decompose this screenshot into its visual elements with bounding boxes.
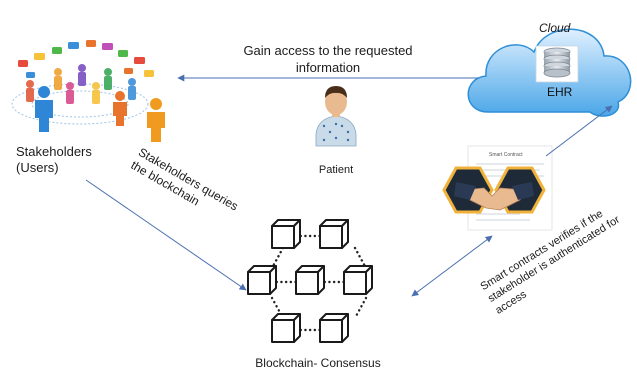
- blockchain-lattice: [247, 219, 373, 343]
- label-blockchain-consensus: Blockchain- Consensus: [255, 356, 381, 370]
- block-cube-icon: [295, 265, 325, 295]
- label-ehr: EHR: [547, 85, 573, 99]
- label-stakeholders: Stakeholders (Users): [16, 144, 92, 175]
- edge-blockchain-smart-contract: [411, 235, 493, 297]
- edge-stakeholders-to-blockchain: [85, 179, 247, 291]
- block-cube-icon: [271, 313, 301, 343]
- block-cube-icon: [319, 313, 349, 343]
- label-patient: Patient: [318, 164, 354, 176]
- label-cloud: Cloud: [539, 21, 571, 35]
- ehr-database-icon: [535, 45, 579, 83]
- label-smart-contract-doc: Smart Contract: [489, 152, 523, 158]
- smart-contract-icon: [442, 145, 553, 231]
- block-cube-icon: [343, 265, 373, 295]
- label-gain-access: Gain access to the requested information: [243, 43, 413, 75]
- edge-smart-contract-to-cloud: [545, 105, 613, 157]
- stakeholders-crowd-icon: [11, 40, 165, 142]
- block-cube-icon: [247, 265, 277, 295]
- block-cube-icon: [319, 219, 349, 249]
- block-cube-icon: [271, 219, 301, 249]
- patient-icon: [315, 86, 357, 147]
